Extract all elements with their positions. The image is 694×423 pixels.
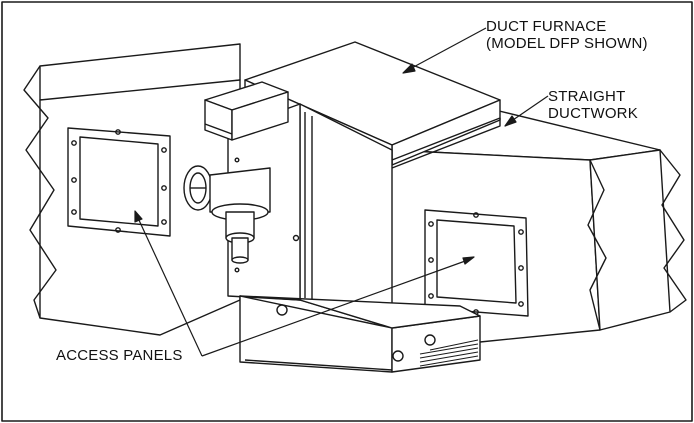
straight-ductwork-label-line1: STRAIGHT [548,88,626,105]
duct-furnace-unit [183,41,501,373]
vent-box [204,81,289,141]
duct-furnace-label-line1: DUCT FURNACE [486,18,607,35]
duct-furnace-label-line2: (MODEL DFP SHOWN) [486,35,648,52]
straight-ductwork-label-line2: DUCTWORK [548,105,638,122]
access-panels-label: ACCESS PANELS [56,347,183,364]
right-ductwork [389,109,687,343]
left-access-panel [67,127,171,237]
right-access-panel [424,209,529,317]
burner-assembly [183,165,271,264]
leader-lines [134,27,549,357]
furnace-lower-cabinet [239,295,481,373]
left-ductwork [23,43,241,336]
louvre-grid [419,339,479,367]
access-panels-label-line1: ACCESS PANELS [56,347,183,364]
straight-ductwork-label: STRAIGHT DUCTWORK [548,88,638,122]
duct-furnace-label: DUCT FURNACE (MODEL DFP SHOWN) [486,18,648,52]
